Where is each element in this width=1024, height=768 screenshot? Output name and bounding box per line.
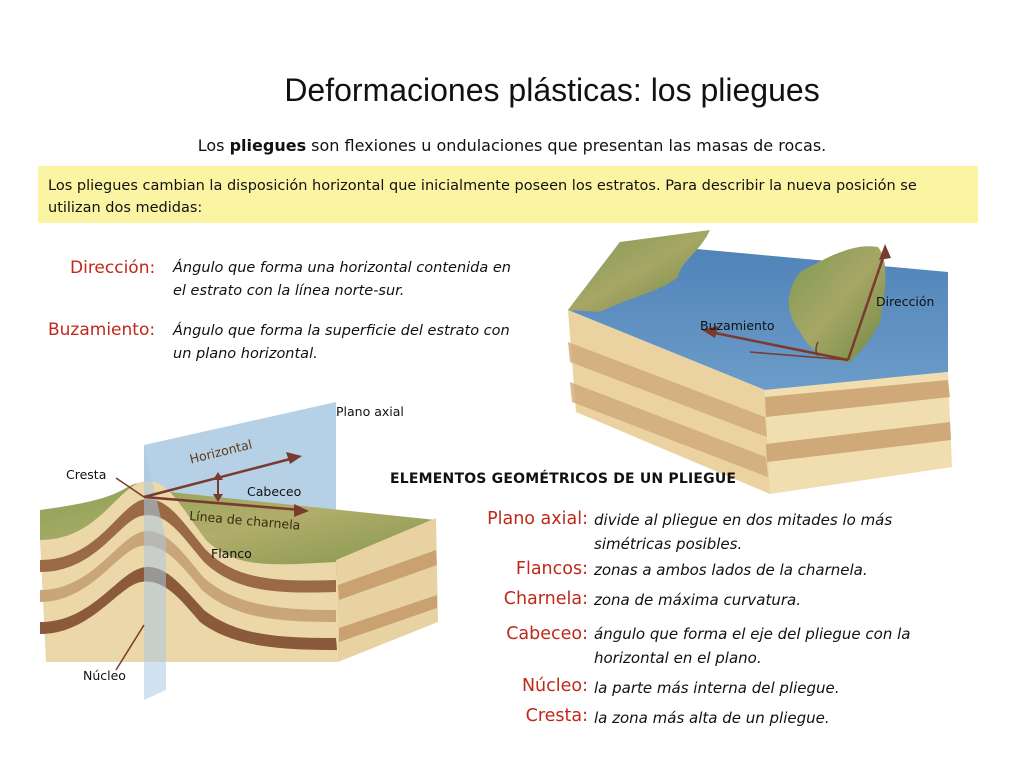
fold-block-diagram <box>40 402 438 700</box>
elem-term-cabeceo: Cabeceo: <box>506 624 588 644</box>
elem-term-charnela: Charnela: <box>503 589 588 609</box>
strike-dip-block-diagram <box>568 230 952 494</box>
label-cresta: Cresta <box>66 467 107 482</box>
label-plano-axial: Plano axial <box>336 404 404 419</box>
term-buzamiento: Buzamiento: <box>48 320 156 340</box>
label-buzamiento: Buzamiento <box>700 318 775 333</box>
intro-bold: pliegues <box>229 136 307 155</box>
elem-def-charnela: zona de máxima curvatura. <box>594 591 801 609</box>
intro-sentence: Los pliegues son flexiones u ondulacione… <box>0 136 1024 155</box>
elem-def-plano-axial-2: simétricas posibles. <box>594 535 743 553</box>
elem-def-plano-axial-1: divide al pliegue en dos mitades lo más <box>594 511 893 529</box>
elem-def-flancos: zonas a ambos lados de la charnela. <box>594 561 868 579</box>
page-title: Deformaciones plásticas: los pliegues <box>284 72 820 108</box>
term-direccion: Dirección: <box>70 258 156 278</box>
elem-term-nucleo: Núcleo: <box>521 676 588 696</box>
label-flanco: Flanco <box>211 546 252 561</box>
info-box-text: Los pliegues cambian la disposición hori… <box>48 178 917 216</box>
label-cabeceo: Cabeceo <box>247 484 302 499</box>
elem-term-flancos: Flancos: <box>515 559 588 579</box>
def-direccion-2: el estrato con la línea norte-sur. <box>173 283 405 299</box>
elem-def-cabeceo-1: ángulo que forma el eje del pliegue con … <box>594 625 911 643</box>
elements-heading: ELEMENTOS GEOMÉTRICOS DE UN PLIEGUE <box>390 471 737 487</box>
elem-def-cabeceo-2: horizontal en el plano. <box>594 649 762 667</box>
label-direccion: Dirección <box>876 294 935 309</box>
elem-def-cresta: la zona más alta de un pliegue. <box>594 709 830 727</box>
elem-term-cresta: Cresta: <box>525 706 588 726</box>
def-buzamiento-2: un plano horizontal. <box>173 346 318 362</box>
elem-def-nucleo: la parte más interna del pliegue. <box>594 679 840 697</box>
intro-post: son flexiones u ondulaciones que present… <box>306 136 827 155</box>
def-direccion-1: Ángulo que forma una horizontal contenid… <box>173 260 511 276</box>
intro-pre: Los <box>197 136 230 155</box>
label-nucleo: Núcleo <box>83 668 126 683</box>
info-box: Los pliegues cambian la disposición hori… <box>38 166 978 223</box>
def-buzamiento-1: Ángulo que forma la superficie del estra… <box>173 323 510 339</box>
elem-term-plano-axial: Plano axial: <box>487 509 588 529</box>
